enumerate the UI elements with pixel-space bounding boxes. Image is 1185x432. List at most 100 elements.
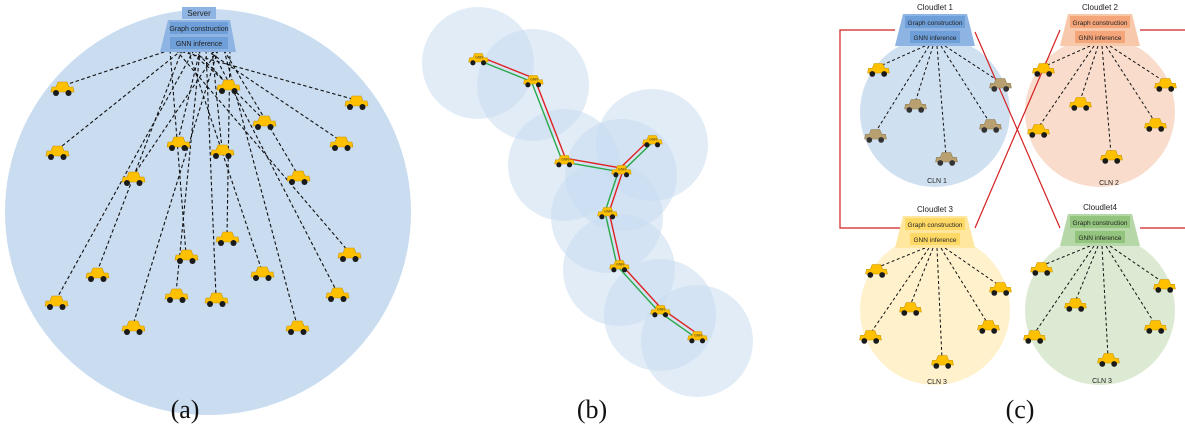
caption-b: (b)	[577, 395, 607, 424]
caption-c: (c)	[1006, 395, 1035, 424]
cloudlet-2-row1: Graph construction	[1073, 20, 1128, 27]
cloudlet-3: Cloudlet 3 Graph construction GNN infere…	[895, 205, 975, 386]
server-link	[187, 49, 263, 272]
cloudlet-2: Cloudlet 2 Graph construction GNN infere…	[1060, 3, 1140, 187]
cloudlet-link	[914, 45, 934, 104]
gnn-badge: GNN	[604, 210, 612, 214]
cloudlet-3-row2: GNN inference	[914, 237, 957, 244]
cloudlet-link	[909, 247, 934, 307]
cloudlet-1-row1: Graph construction	[908, 20, 963, 27]
cloudlet-2-title: Cloudlet 2	[1082, 3, 1119, 12]
cloudlet-link	[936, 247, 943, 360]
vehicle-range	[641, 285, 753, 397]
cloudlet-3-row1-box	[905, 218, 965, 230]
link-green	[530, 80, 563, 161]
server-node: Server Graph construction GNN inference	[160, 7, 236, 52]
gnn-badge: GNN	[561, 158, 569, 162]
server-row1-box	[170, 22, 228, 34]
link-red	[564, 157, 622, 169]
cloudlet-4-row1-box	[1070, 216, 1130, 228]
backhaul-links	[839, 29, 1185, 229]
cloudlet-2-region: CLN 2	[1099, 180, 1119, 187]
server-row1: Graph construction	[169, 26, 228, 33]
server-link	[175, 49, 201, 294]
cloudlet-link	[1074, 245, 1099, 303]
cloudlet-3-row1: Graph construction	[908, 222, 963, 229]
link-green	[476, 59, 533, 83]
server-link	[177, 49, 201, 142]
cloudlet-link	[1101, 45, 1112, 155]
cloudlet-2-row1-box	[1070, 16, 1130, 28]
server-link	[56, 49, 183, 151]
server-link	[187, 49, 229, 85]
cloudlet-link	[1105, 245, 1156, 325]
cloudlet-4-title: Cloudlet4	[1083, 203, 1117, 212]
server-link	[175, 49, 350, 253]
cluster-cln3	[860, 235, 1010, 385]
cloudlet-4: Cloudlet4 Graph construction GNN inferen…	[1060, 203, 1140, 385]
cloudlet-link	[1037, 45, 1095, 129]
cloudlet-link	[944, 247, 1001, 287]
cloudlet-1-title: Cloudlet 1	[917, 3, 954, 12]
cloudlet-link	[1079, 45, 1099, 102]
server-title: Server	[187, 9, 211, 18]
cloudlet-link	[936, 45, 947, 157]
cloudlet-link	[1101, 245, 1109, 358]
link-red	[608, 170, 624, 213]
cloudlet-1-row1-box	[905, 16, 965, 28]
link-green	[604, 212, 618, 266]
cloudlet-2-row2: GNN inference	[1079, 35, 1122, 42]
panel-c: Cloudlet 1 Graph construction GNN infere…	[839, 3, 1185, 424]
server-link	[223, 49, 299, 176]
server-link	[205, 49, 342, 142]
caption-a: (a)	[171, 395, 200, 424]
server-link	[211, 49, 223, 150]
panel-b: GNN GNN GNN GNN GNN GNN GNN GNN GNN (b)	[422, 7, 753, 424]
server-title-box	[182, 7, 216, 19]
cloudlet-4-row2-box	[1075, 231, 1125, 243]
cloudlet-1: Cloudlet 1 Graph construction GNN infere…	[895, 3, 975, 185]
panel-b-cars: GNN GNN GNN GNN GNN GNN GNN GNN GNN	[468, 53, 708, 344]
panel-a: Server Graph construction GNN inference …	[5, 7, 411, 424]
gnn-badge: GNN	[530, 78, 538, 82]
cluster-cln4	[1025, 235, 1175, 385]
gnn-badge: GNN	[657, 308, 665, 312]
cloudlet-4-row1: Graph construction	[1073, 220, 1128, 227]
cloudlet-3-row2-box	[910, 233, 960, 245]
cloudlet-link	[940, 247, 989, 325]
link-red	[619, 263, 662, 310]
cloudlet-link	[875, 247, 926, 269]
cloudlet-3-region: CLN 3	[927, 379, 947, 386]
link-green	[617, 265, 660, 312]
gnn-badge: GNN	[475, 56, 483, 60]
server-link	[132, 49, 219, 177]
link-red	[534, 79, 567, 160]
server-link	[205, 49, 217, 298]
cloudlet-link	[869, 247, 930, 335]
cloudlet-link	[1033, 245, 1095, 335]
server-coverage-area	[5, 9, 411, 415]
cloudlet-2-row2-box	[1075, 31, 1125, 43]
cloudlet-4-region: CLN 3	[1092, 378, 1112, 385]
link-red	[608, 211, 622, 265]
cloudlet-link	[874, 45, 930, 134]
cloudlet-4-row2: GNN inference	[1079, 235, 1122, 242]
cloudlet-links	[869, 45, 1166, 360]
server-link	[61, 49, 171, 87]
server-link	[96, 49, 183, 273]
gnn-badge: GNN	[616, 263, 624, 267]
server-row2-box	[170, 37, 228, 49]
gnn-badge: GNN	[694, 334, 702, 338]
gnn-badge: GNN	[618, 168, 626, 172]
server-row2: GNN inference	[176, 41, 222, 48]
gnn-badge: GNN	[649, 138, 657, 142]
cloudlet-1-row2-box	[910, 31, 960, 43]
cluster-cln1	[860, 37, 1010, 187]
cloudlet-link	[1105, 45, 1156, 123]
cloudlet-1-region: CLN 1	[927, 178, 947, 185]
cluster-cln2	[1025, 37, 1175, 187]
server-link	[223, 49, 298, 326]
cloudlet-link	[940, 45, 991, 124]
cloudlet-link	[1040, 245, 1091, 267]
